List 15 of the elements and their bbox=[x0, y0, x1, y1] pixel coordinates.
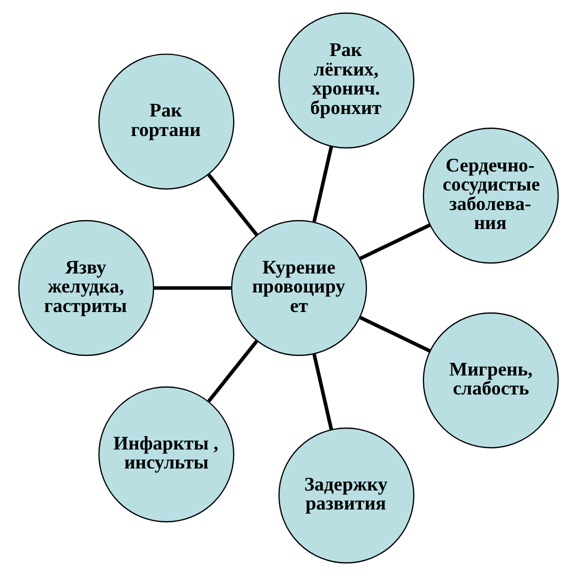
connector bbox=[358, 223, 430, 260]
node-circle: Сердечно- сосудистые заболева- ния bbox=[422, 128, 558, 264]
node-circle: Мигрень, слабость bbox=[422, 312, 558, 448]
node-circle: Язву желудка, гастриты bbox=[18, 220, 154, 356]
connector bbox=[153, 286, 231, 290]
node-circle: Рак лёгких, хронич. бронхит bbox=[278, 12, 414, 148]
node-circle: Рак гортани bbox=[98, 54, 234, 190]
node-circle: Задержку развития bbox=[278, 428, 414, 564]
connector bbox=[358, 316, 430, 353]
connector bbox=[312, 354, 333, 430]
connector bbox=[206, 174, 258, 236]
node-circle: Инфаркты , инсульты bbox=[98, 386, 234, 522]
connector bbox=[312, 146, 333, 222]
connector bbox=[206, 340, 258, 402]
node-circle: Курение провоциру ет bbox=[230, 220, 367, 356]
